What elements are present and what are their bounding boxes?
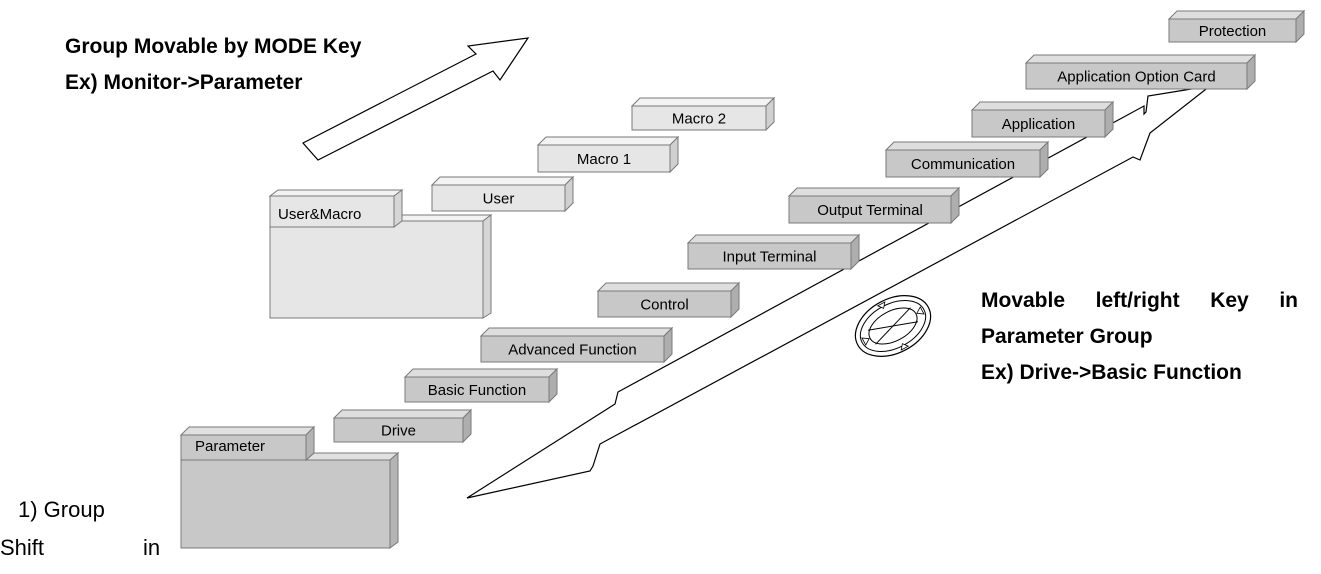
group-box-macro-1-label: Macro 1 bbox=[577, 151, 631, 168]
group-box-advanced-function[interactable]: Advanced Function bbox=[479, 326, 674, 364]
group-box-protection-label: Protection bbox=[1199, 23, 1267, 40]
group-box-output-terminal-label: Output Terminal bbox=[817, 202, 923, 219]
group-box-input-terminal[interactable]: Input Terminal bbox=[686, 233, 861, 271]
left-right-arrow-icon bbox=[466, 85, 1211, 499]
parameter-folder-label: Parameter bbox=[195, 438, 266, 455]
group-box-application-label: Application bbox=[1002, 116, 1075, 133]
mode-key-example: Ex) Monitor->Parameter bbox=[65, 71, 303, 94]
group-box-drive[interactable]: Drive bbox=[332, 408, 473, 444]
user-macro-folder[interactable] bbox=[268, 189, 493, 319]
group-box-advanced-function-label: Advanced Function bbox=[508, 342, 636, 359]
section-label-in: in bbox=[143, 535, 161, 560]
group-box-application-option-card[interactable]: Application Option Card bbox=[1024, 53, 1257, 91]
parameter-folder[interactable] bbox=[179, 425, 400, 549]
group-box-basic-function-label: Basic Function bbox=[428, 382, 526, 399]
mode-arrow-icon bbox=[302, 37, 530, 161]
group-box-application[interactable]: Application bbox=[970, 100, 1115, 139]
group-box-input-terminal-label: Input Terminal bbox=[723, 249, 817, 266]
section-label-line1: 1) Group bbox=[18, 497, 105, 522]
lr-key-example: Ex) Drive->Basic Function bbox=[981, 361, 1242, 384]
group-box-drive-label: Drive bbox=[381, 423, 416, 440]
group-box-macro-1[interactable]: Macro 1 bbox=[536, 135, 680, 174]
group-box-output-terminal[interactable]: Output Terminal bbox=[787, 186, 961, 225]
group-box-communication-label: Communication bbox=[911, 156, 1015, 173]
mode-key-title: Group Movable by MODE Key bbox=[65, 35, 362, 58]
group-box-control-label: Control bbox=[640, 297, 688, 314]
lr-key-title: Movable left/right Key in bbox=[981, 289, 1298, 312]
group-box-user-label: User bbox=[483, 191, 515, 208]
user-macro-folder-label: User&Macro bbox=[278, 206, 362, 223]
group-box-protection[interactable]: Protection bbox=[1167, 9, 1306, 44]
group-box-user[interactable]: User bbox=[430, 175, 575, 213]
group-box-control[interactable]: Control bbox=[596, 281, 741, 319]
group-box-macro-2[interactable]: Macro 2 bbox=[630, 96, 776, 132]
group-box-macro-2-label: Macro 2 bbox=[672, 111, 726, 128]
section-label-shift: Shift bbox=[0, 535, 45, 560]
directional-keypad-icon bbox=[854, 295, 932, 357]
group-box-basic-function[interactable]: Basic Function bbox=[403, 367, 559, 404]
lr-key-subtitle: Parameter Group bbox=[981, 325, 1153, 348]
group-box-application-option-card-label: Application Option Card bbox=[1057, 69, 1215, 86]
group-box-communication[interactable]: Communication bbox=[884, 140, 1050, 179]
